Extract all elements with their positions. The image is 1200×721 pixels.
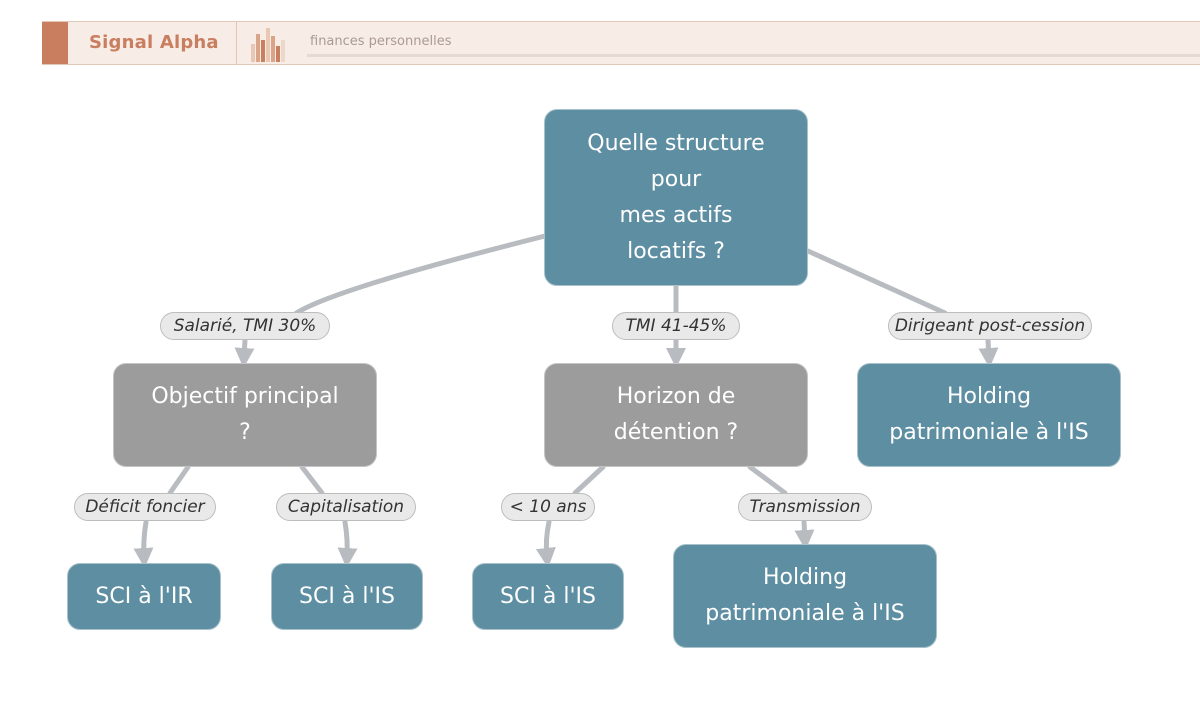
edge-label-tmi-41-45: TMI 41-45%: [612, 312, 740, 340]
header-accent: [42, 22, 68, 64]
sci-is-capitalisation-label: SCI à l'IS: [299, 583, 395, 609]
edge-label-deficit-foncier: Déficit foncier: [74, 493, 216, 521]
edge-b1-arrow: [234, 337, 255, 368]
bar-chart-logo-icon: [251, 28, 285, 62]
edge-label-transmission: Transmission: [738, 493, 872, 521]
edge-b2-l4: [747, 464, 788, 496]
header-subtitle: finances personnelles: [310, 34, 452, 49]
edge-b1-l1: [167, 464, 191, 496]
sci-ir-label: SCI à l'IR: [95, 583, 193, 609]
edge-label-salarie: Salarié, TMI 30%: [160, 312, 330, 340]
edge-root-b1: [292, 233, 548, 317]
root-question-node: Quelle structure pour mes actifs locatif…: [544, 109, 808, 286]
sci-is-horizon-node: SCI à l'IS: [472, 563, 624, 630]
holding-dirigeant-label: Holding patrimoniale à l'IS: [889, 384, 1089, 445]
edge-l4-arrow: [794, 519, 815, 550]
header-underline: [307, 54, 1200, 57]
edge-label-moins-10-ans: < 10 ans: [501, 493, 595, 521]
objectif-principal-label: Objectif principal ?: [151, 384, 339, 445]
edge-l3-arrow: [535, 519, 556, 568]
sci-is-horizon-label: SCI à l'IS: [500, 583, 596, 609]
edge-b1-l2: [299, 464, 325, 496]
holding-transmission-node: Holding patrimoniale à l'IS: [673, 544, 937, 648]
edge-l2-arrow: [337, 519, 358, 568]
edge-b3-arrow: [978, 337, 999, 368]
edge-l1-arrow: [133, 519, 154, 568]
edge-label-dirigeant: Dirigeant post-cession: [888, 312, 1092, 340]
horizon-detention-label: Horizon de détention ?: [613, 384, 739, 445]
root-question-label: Quelle structure pour mes actifs locatif…: [587, 130, 765, 264]
edge-root-b3: [805, 248, 948, 316]
objectif-principal-node: Objectif principal ?: [113, 363, 377, 467]
header-bar: Signal Alpha finances personnelles: [42, 21, 1200, 65]
sci-is-capitalisation-node: SCI à l'IS: [271, 563, 423, 630]
holding-transmission-label: Holding patrimoniale à l'IS: [705, 565, 905, 626]
sci-ir-node: SCI à l'IR: [67, 563, 221, 630]
edge-label-capitalisation: Capitalisation: [276, 493, 416, 521]
horizon-detention-node: Horizon de détention ?: [544, 363, 808, 467]
brand-name[interactable]: Signal Alpha: [89, 32, 219, 53]
holding-dirigeant-node: Holding patrimoniale à l'IS: [857, 363, 1121, 467]
edge-b2-l3: [572, 464, 606, 496]
header-separator: [236, 22, 237, 64]
